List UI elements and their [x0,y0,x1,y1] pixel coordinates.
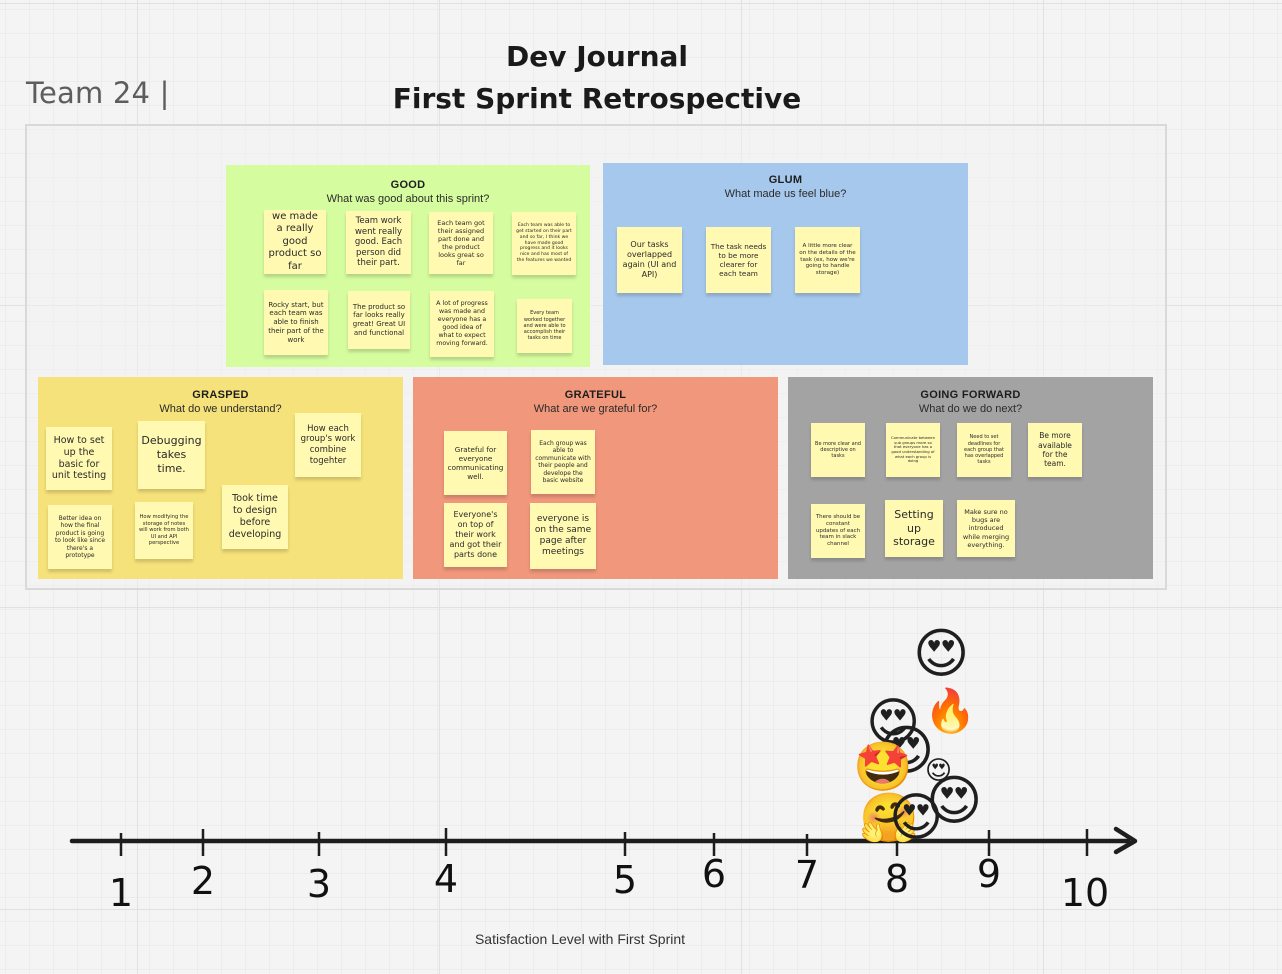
sticky-note[interactable]: Rocky start, but each team was able to f… [264,290,328,355]
scale-tick-label: 1 [109,871,133,915]
section-good-title: GOOD [390,179,426,191]
scale-tick-label: 2 [191,859,215,903]
scale-title[interactable]: Satisfaction Level with First Sprint [474,931,686,947]
heart-eyes-icon[interactable]: 😍 [925,756,953,786]
sticky-note[interactable]: Grateful for everyone communicating well… [444,431,507,495]
hugging-face-icon[interactable]: 🤗 [859,790,919,846]
section-glum[interactable]: GLUM What made us feel blue? Our tasks o… [603,163,968,365]
sticky-note[interactable]: There should be constant updates of each… [811,504,865,558]
section-grasped[interactable]: GRASPED What do we understand? How to se… [38,377,403,579]
sticky-note[interactable]: How modifying the storage of notes will … [135,502,193,559]
sticky-note[interactable]: Each group was able to communicate with … [531,430,595,494]
section-grasped-subtitle: What do we understand? [159,403,282,415]
sticky-note[interactable]: Make sure no bugs are introduced while m… [957,500,1015,557]
board-title-line-1: Dev Journal [505,40,689,73]
section-grateful-subtitle: What are we grateful for? [533,403,658,415]
sticky-note[interactable]: we made a really good product so far [264,210,326,274]
sticky-note[interactable]: A lot of progress was made and everyone … [430,291,494,357]
sticky-note[interactable]: Be more available for the team. [1028,423,1082,477]
sticky-note[interactable]: Communicate between sub groups more so t… [886,423,940,477]
section-good-subtitle: What was good about this sprint? [326,193,490,205]
heart-eyes-icon[interactable]: 😍 [889,788,944,848]
scale-arrowhead [1113,826,1138,855]
section-going-forward-subtitle: What do we do next? [918,403,1023,415]
sticky-note[interactable]: Team work went really good. Each person … [346,211,411,274]
scale-tick-label: 3 [307,862,331,906]
sticky-note[interactable]: Be more clear and descriptive on tasks [811,423,865,477]
board-title-line-2: First Sprint Retrospective [392,82,802,115]
sticky-note[interactable]: A little more clear on the details of th… [795,227,860,293]
section-good-header: GOOD What was good about this sprint? [226,179,590,205]
sticky-note[interactable]: Each team was able to get started on the… [512,212,576,275]
scale-tick-label: 9 [977,852,1001,896]
heart-eyes-icon[interactable]: 😍 [926,769,983,832]
heart-eyes-icon[interactable]: 😍 [913,622,970,685]
sticky-note[interactable]: Took time to design before developing [222,485,288,549]
scale-tick-label: 4 [434,857,458,901]
sticky-note[interactable]: Every team worked together and were able… [517,299,572,353]
section-good[interactable]: GOOD What was good about this sprint? we… [226,165,590,367]
scale-tick-label: 10 [1061,871,1109,915]
star-struck-icon[interactable]: 🤩 [853,739,913,795]
board-title[interactable]: Dev Journal First Sprint Retrospective [384,36,810,120]
scale-tick-label: 8 [885,857,909,901]
section-grasped-header: GRASPED What do we understand? [38,389,403,415]
section-glum-header: GLUM What made us feel blue? [603,174,968,200]
team-label[interactable]: Team 24 | [26,76,170,110]
sticky-note[interactable]: The product so far looks really great! G… [348,291,410,349]
scale-tick-label: 5 [613,858,637,902]
sticky-note[interactable]: Need to set deadlines for each group tha… [957,423,1011,477]
scale-tick-label: 6 [702,852,726,896]
scale-tick-label: 7 [795,853,819,897]
sticky-note[interactable]: Better idea on how the final product is … [48,505,112,569]
heart-eyes-icon[interactable]: 😍 [878,719,935,782]
heart-eyes-icon[interactable]: 😍 [866,693,921,753]
section-going-forward-header: GOING FORWARD What do we do next? [788,389,1153,415]
sticky-note[interactable]: everyone is on the same page after meeti… [530,503,596,569]
section-glum-title: GLUM [768,174,803,186]
section-grasped-title: GRASPED [192,389,249,401]
section-grateful-header: GRATEFUL What are we grateful for? [413,389,778,415]
sticky-note[interactable]: Debugging takes time. [138,421,205,489]
sticky-note[interactable]: Everyone's on top of their work and got … [444,503,507,567]
sticky-note[interactable]: Each team got their assigned part done a… [429,212,493,274]
sticky-note[interactable]: Our tasks overlapped again (UI and API) [617,227,682,293]
sticky-note[interactable]: The task needs to be more clearer for ea… [706,227,771,293]
sticky-note[interactable]: How each group's work combine togehter [295,413,361,477]
section-glum-subtitle: What made us feel blue? [724,188,847,200]
fire-icon[interactable]: 🔥 [924,686,977,735]
sticky-note[interactable]: How to set up the basic for unit testing [46,427,112,490]
section-grateful[interactable]: GRATEFUL What are we grateful for? Grate… [413,377,778,579]
section-going-forward[interactable]: GOING FORWARD What do we do next? Be mor… [788,377,1153,579]
section-going-forward-title: GOING FORWARD [920,389,1021,401]
sticky-note[interactable]: Setting up storage [885,500,943,557]
section-grateful-title: GRATEFUL [564,389,627,401]
